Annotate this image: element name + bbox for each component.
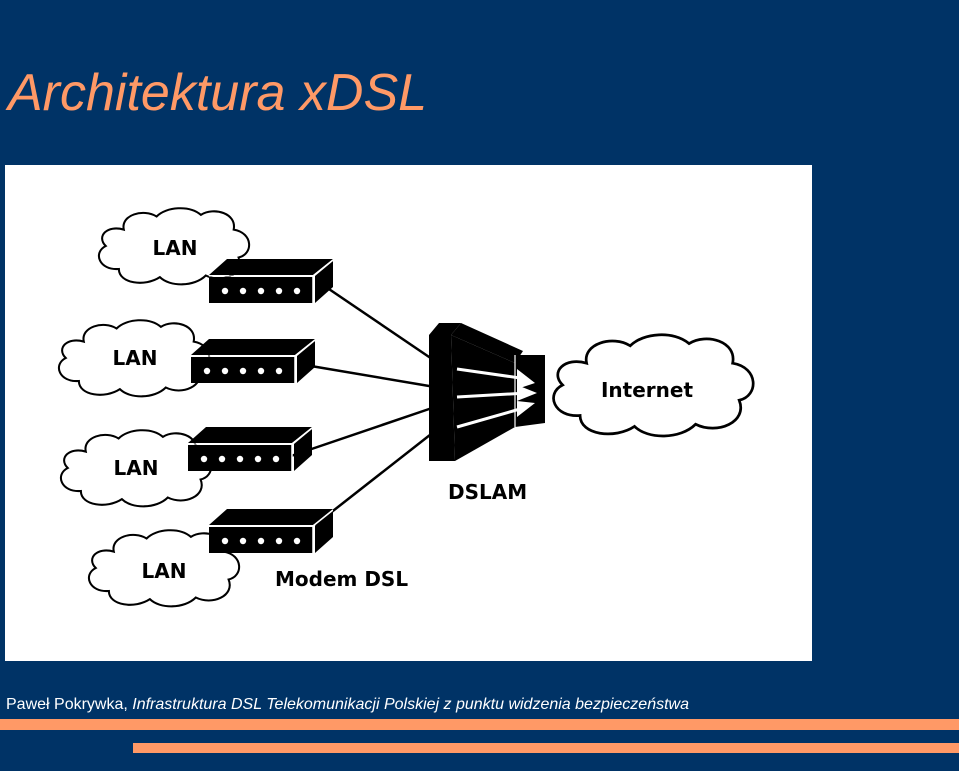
lan-label: LAN: [114, 456, 159, 480]
footer-caption: Paweł Pokrywka, Infrastruktura DSL Telek…: [6, 695, 689, 715]
accent-bar-bottom: [133, 743, 959, 753]
modem-icon: [209, 509, 333, 553]
footer-course-title: Infrastruktura DSL Telekomunikacji Polsk…: [132, 696, 689, 713]
lan-label: LAN: [142, 559, 187, 583]
lan-cloud-2: LAN: [57, 319, 211, 398]
dslam-icon: [429, 323, 545, 461]
link-modem-3: [287, 405, 436, 459]
dslam-label: DSLAM: [448, 480, 527, 504]
modem-icon: [209, 259, 333, 303]
diagram-panel: LAN LAN LAN LAN Modem DSL: [5, 165, 812, 661]
internet-cloud: Internet: [552, 333, 755, 438]
internet-label: Internet: [601, 378, 693, 402]
accent-bar-top: [0, 719, 959, 730]
modem-label: Modem DSL: [275, 567, 408, 591]
lan-cloud-1: LAN: [97, 207, 251, 286]
link-modem-4: [314, 430, 436, 526]
slide-title: Architektura xDSL: [8, 64, 428, 122]
lan-label: LAN: [153, 236, 198, 260]
link-modem-1: [322, 283, 436, 363]
modem-icon: [191, 339, 315, 383]
footer-author-name: Paweł Pokrywka,: [6, 696, 133, 713]
link-modem-2: [304, 363, 436, 389]
lan-cloud-3: LAN: [59, 429, 213, 508]
modem-icon: [188, 427, 312, 471]
connection-lines: [287, 283, 436, 526]
network-diagram: LAN LAN LAN LAN Modem DSL: [57, 207, 755, 608]
lan-cloud-4: LAN: [87, 529, 241, 608]
lan-label: LAN: [113, 346, 158, 370]
